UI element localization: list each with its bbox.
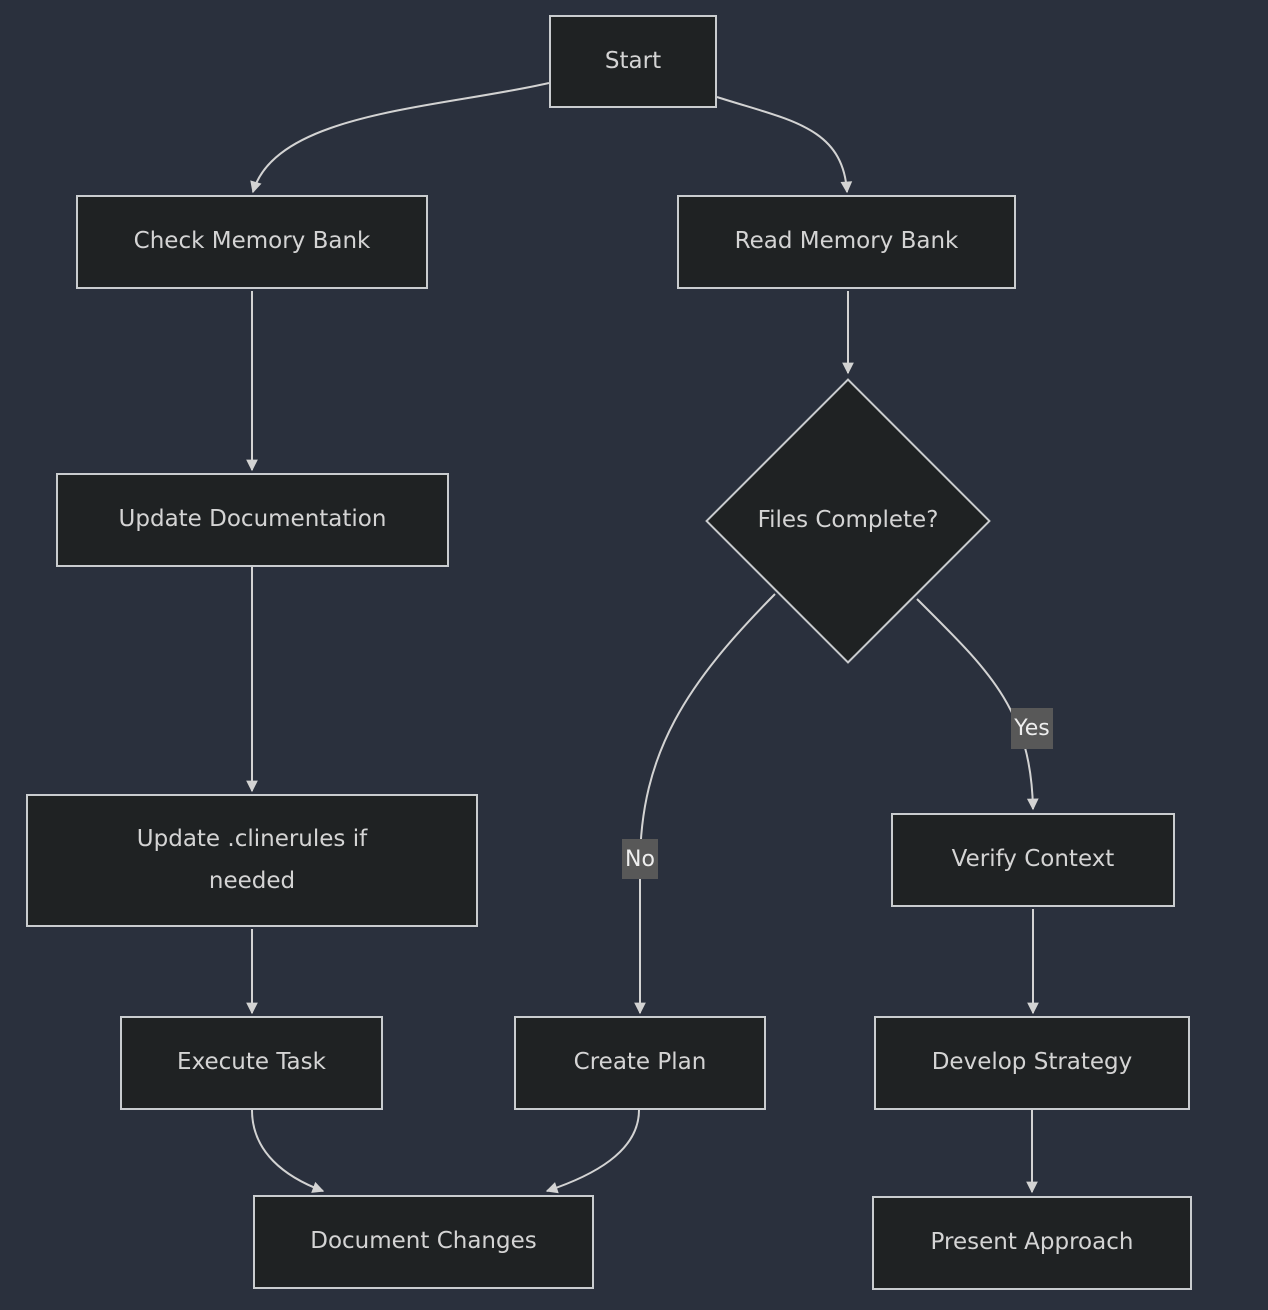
node-start-label: Start [604,47,662,74]
node-check-memory-bank: Check Memory Bank [76,195,428,289]
node-verify-context: Verify Context [891,813,1175,907]
node-update-documentation-label: Update Documentation [118,506,387,533]
edge-create-plan-to-document-changes [545,1109,640,1194]
edge-files-complete-no-to-create-plan [634,593,776,1015]
edge-label-no: No [622,839,658,879]
node-create-plan: Create Plan [514,1016,766,1110]
node-develop-strategy: Develop Strategy [874,1016,1190,1110]
node-execute-task: Execute Task [120,1016,383,1110]
edge-start-to-check-memory-bank [250,82,550,194]
node-create-plan-label: Create Plan [573,1049,707,1076]
edge-start-to-read-memory-bank [716,96,853,194]
edge-label-no-text: No [625,846,655,872]
node-document-changes-label: Document Changes [310,1228,537,1255]
node-present-approach-label: Present Approach [930,1229,1134,1256]
node-update-documentation: Update Documentation [56,473,449,567]
node-present-approach: Present Approach [872,1196,1192,1290]
node-check-memory-bank-label: Check Memory Bank [133,228,371,255]
node-execute-task-label: Execute Task [177,1049,326,1076]
node-read-memory-bank-label: Read Memory Bank [734,228,959,255]
edge-label-yes: Yes [1011,708,1053,749]
edge-execute-task-to-document-changes [251,1109,325,1193]
edge-files-complete-yes-to-verify-context [916,598,1039,811]
node-start: Start [549,15,717,108]
node-update-clinerules-label: Update .clinerules if needed [136,826,368,894]
node-update-clinerules: Update .clinerules if needed [26,794,478,927]
edge-label-yes-text: Yes [1014,716,1050,741]
node-document-changes: Document Changes [253,1195,594,1289]
node-files-complete: Files Complete? [708,498,988,542]
node-develop-strategy-label: Develop Strategy [931,1049,1133,1076]
node-verify-context-label: Verify Context [951,846,1115,873]
node-files-complete-label: Files Complete? [757,507,939,533]
node-read-memory-bank: Read Memory Bank [677,195,1016,289]
